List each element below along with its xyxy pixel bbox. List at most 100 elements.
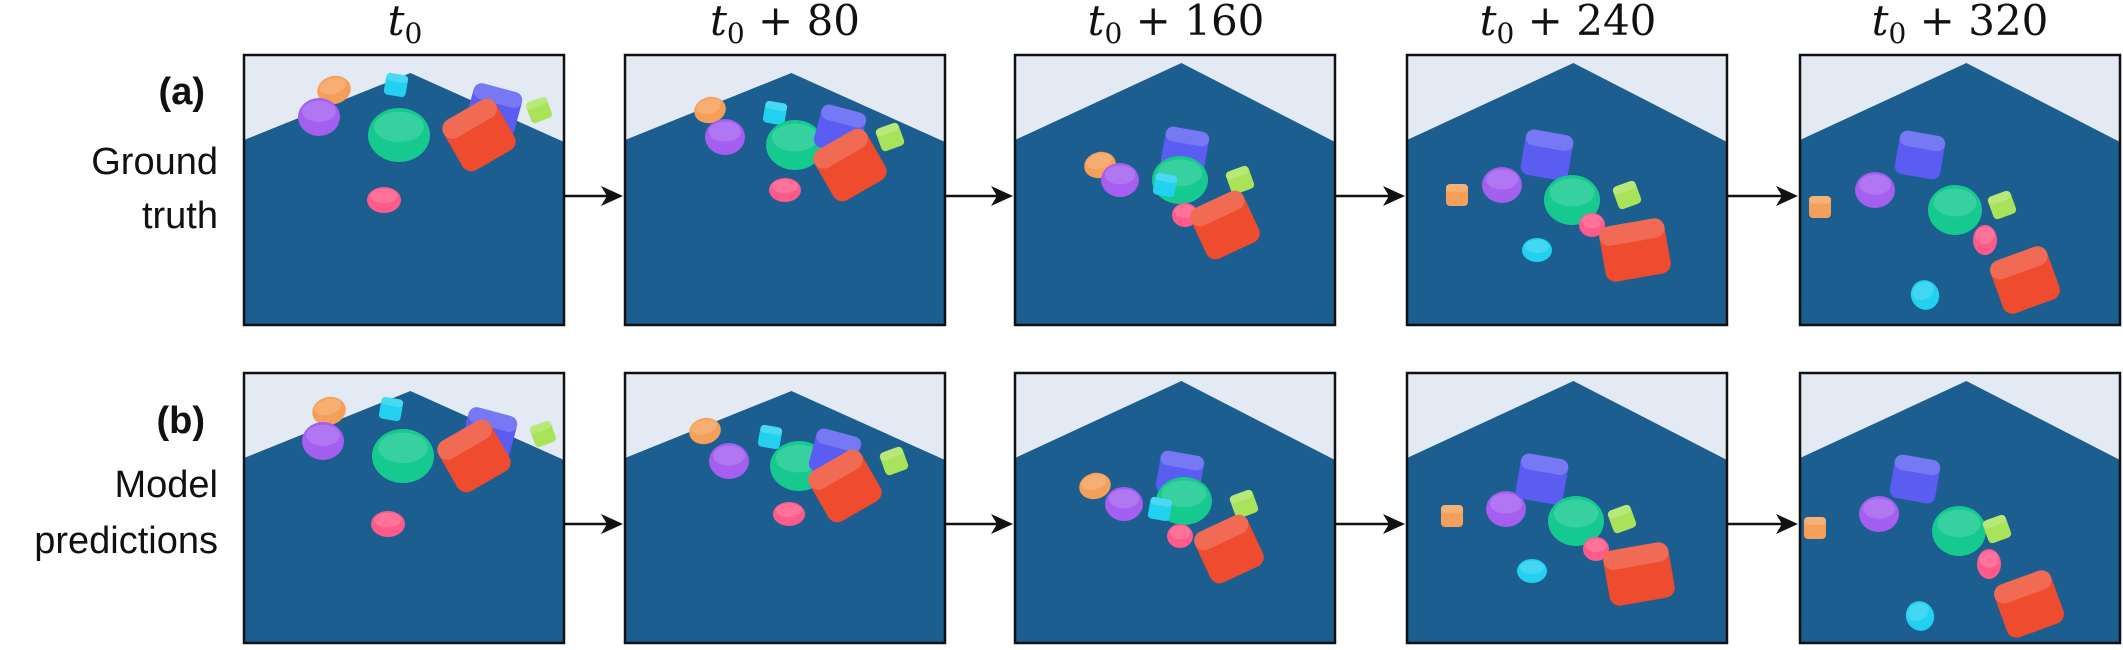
frame-model-prediction-4 [1798,371,2122,645]
object-pink-blob [1977,549,2001,579]
frame-border [242,53,566,327]
object-pink-blob [1583,537,1609,561]
object-purple-blob [298,98,340,136]
object-cyan-blob [1517,559,1547,583]
object-cyan-box [757,424,783,450]
object-orange-blob [1079,472,1111,500]
object-lime-box [1612,180,1642,210]
frame-model-prediction-1 [623,371,947,645]
object-lime-box [529,421,556,447]
object-orange-blob [317,75,351,105]
object-pink-blob [367,187,401,213]
object-lime-box [1225,165,1255,195]
object-blue-box [1889,454,1941,504]
object-red-box [1194,514,1264,584]
object-green-blob [1544,175,1600,225]
frame-model-prediction-0 [242,371,566,645]
frame-border [242,371,566,645]
object-blue-box [1894,130,1946,180]
object-lime-box [879,446,909,476]
frame-border [1405,53,1729,327]
object-orange-box [1804,517,1826,539]
scene [1015,55,1335,325]
object-red-box [813,128,887,202]
frame-model-prediction-2 [1013,371,1337,645]
object-red-box [1599,218,1671,282]
object-red-box [437,419,511,493]
object-pink-blob [1167,524,1193,548]
object-lime-box [1607,504,1637,534]
time-label-0: t0 [388,0,423,50]
object-red-box [1190,190,1260,260]
object-green-blob [372,429,434,483]
object-orange-box [1809,196,1831,218]
time-label-320: t0 + 320 [1872,0,2049,50]
row-title-a-line2: truth [142,195,218,237]
object-lime-box [525,97,552,123]
object-purple-blob [705,119,745,155]
frame-border [623,371,947,645]
scene [244,373,564,643]
frame-ground-truth-4 [1798,53,2122,327]
object-cyan-blob [1910,280,1940,310]
object-purple-blob [1855,172,1895,208]
object-green-blob [1548,496,1604,546]
object-cyan-box [1152,172,1178,198]
object-purple-blob [1486,491,1526,527]
object-red-box [1603,542,1675,606]
arrow-model-prediction-1 [945,514,1013,534]
object-orange-box [1441,505,1463,527]
object-red-box [808,449,882,523]
row-label-b: (b) Model predictions [34,400,218,562]
object-green-blob [368,108,430,162]
row-title-a-line1: Ground [91,141,218,183]
object-pink-blob [1579,213,1605,237]
arrows [564,186,1798,534]
time-label-240: t0 + 240 [1480,0,1657,50]
object-lime-box [1229,489,1259,519]
frame-border [1798,371,2122,645]
arrow-model-prediction-3 [1727,514,1798,534]
object-orange-blob [694,96,726,124]
object-purple-blob [302,422,344,460]
object-cyan-blob [1522,238,1552,262]
object-purple-blob [1859,496,1899,532]
object-cyan-box [383,72,409,98]
object-cyan-box [378,396,404,422]
object-purple-blob [1101,163,1139,197]
object-purple-blob [709,443,749,479]
object-green-blob [1932,506,1986,556]
scene [1407,55,1727,325]
object-red-box [1990,246,2060,314]
row-tag-b: (b) [156,400,205,442]
frames [242,53,2122,645]
object-purple-blob [1482,167,1522,203]
scene [1015,373,1335,643]
object-blue-box [1515,453,1569,505]
time-labels: t0 t0 + 80 t0 + 160 t0 + 240 t0 + 320 [388,0,2049,50]
arrow-ground-truth-1 [945,186,1013,206]
frame-border [1798,53,2122,327]
frame-border [1013,53,1337,327]
object-green-blob [1928,185,1982,235]
object-cyan-box [762,100,788,126]
object-orange-blob [312,396,346,426]
frame-ground-truth-3 [1405,53,1729,327]
arrow-model-prediction-0 [564,514,623,534]
object-lime-box [1987,190,2017,220]
object-pink-blob [769,178,801,202]
object-lime-box [875,122,905,152]
frame-border [623,53,947,327]
row-tag-a: (a) [159,71,205,113]
arrow-ground-truth-3 [1727,186,1798,206]
frame-border [1405,371,1729,645]
frame-ground-truth-1 [623,53,947,327]
frame-border [1013,371,1337,645]
time-label-160: t0 + 160 [1088,0,1265,50]
scene [1800,55,2120,325]
object-orange-blob [689,417,721,445]
frame-ground-truth-2 [1013,53,1337,327]
object-blue-box [1520,129,1574,181]
scene [244,55,564,325]
